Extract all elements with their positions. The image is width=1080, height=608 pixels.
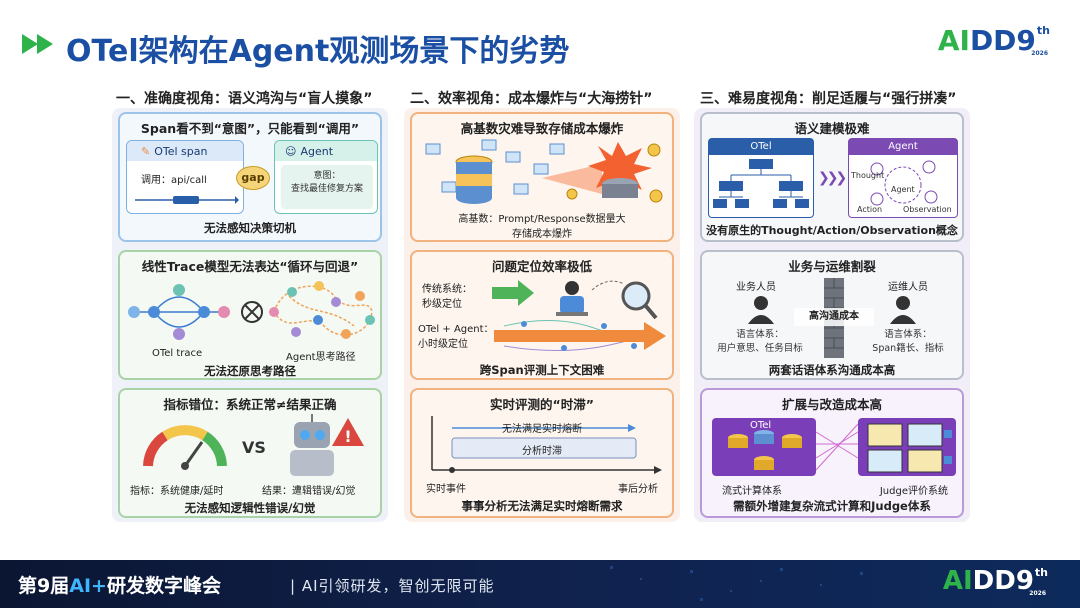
business-people-label: 业务人员 [736,282,776,293]
otel-span-header: ✎OTel span [127,141,243,161]
business-language-label: 语言体系：用户意思、任务目标 [717,329,803,354]
col2-panel-storage-cost: 高基数灾难导致存储成本爆炸 高基数：Prompt/Response数据量大 存储… [410,112,674,242]
fast-arrow-icon [492,280,534,306]
agent-loop-card: Agent Thought Agent Action Observation [848,138,958,218]
panel-caption: 两套话语体系沟通成本高 [768,363,896,377]
observation-label: Observation [903,205,952,214]
thought-label: Thought [851,171,885,180]
result-label: 结果：遭辑错误/幻觉 [262,486,356,497]
col3-panel-business-ops-split: 业务与运维割裂 业务人员 运维人员 高沟通成本 语言体系：用户意思、任务目标 语… [700,250,964,380]
traditional-system-label: 传统系统：秒级定位 [422,284,472,310]
panel-title: 问题定位效率极低 [491,259,592,274]
footer-subtitle: | AI引领研发，智创无限可能 [290,577,495,595]
panel-title: 高基数灾难导致存储成本爆炸 [460,121,624,136]
streaming-judge-diagram [712,418,956,476]
gauge-icon [143,425,227,470]
agent-card: ☺Agent 意图： 查找最佳修复方案 [274,140,378,214]
investigator-magnifier-icon [556,280,658,320]
panel-caption: 事事分析无法满足实时熔断需求 [461,499,623,513]
col3-panel-semantic-modeling: 语义建模极难 OTel ❯❯❯ Agent Thought Agent Acti… [700,112,964,242]
slow-arrow-network [494,320,666,352]
col3-panel-extension-cost: 扩展与改造成本高 OTel 流式计算体系 Judge评价系统 需额外增建复杂流式… [700,388,964,518]
panel-caption: 无法感知决策切机 [204,221,296,235]
agent-path-label: Agent思考路径 [286,352,356,363]
footer-decoration [610,566,863,601]
trace-diagram [128,281,375,340]
col1-panel-metric-mismatch: 指标错位：系统正常≠结果正确 VS ! 指标：系统健康/延时 结果：遭辑错误/幻… [118,388,382,518]
panel-title: 实时评测的“时滞” [490,397,594,412]
agent-header: ☺Agent [275,141,377,161]
realtime-event-label: 实时事件 [426,484,466,495]
analysis-lag-label: 分析时滞 [522,446,562,457]
span-bar [135,196,239,204]
otel-tree-diagram [713,159,809,208]
ops-language-label: 语言体系：Span籍长、指标 [872,329,944,354]
chevrons-icon: ❯❯❯ [818,170,847,186]
page-title: OTel架构在Agent观测场景下的劣势 [66,34,570,69]
ops-people-label: 运维人员 [888,282,928,293]
panel-title: 业务与运维割裂 [788,259,876,274]
panel-caption: 无法感知逻辑性错误/幻觉 [184,501,316,515]
panel-title: 线性Trace模型无法表达“循环与回退” [141,259,359,274]
agent-loop-header: Agent [849,139,957,155]
streaming-system-label: 流式计算体系 [722,486,782,497]
intent-box: 意图： 查找最佳修复方案 [281,165,373,209]
aidd-footer-logo-year: 2026 [1029,590,1046,597]
storage-line1: 高基数：Prompt/Response数据量大 [458,214,626,225]
col2-heading: 二、效率视角：成本爆炸与“大海捞针” [410,91,653,107]
footer-bar [0,560,1080,608]
panel-title: 扩展与改造成本高 [781,397,882,412]
aidd-logo-year: 2026 [1031,50,1048,57]
pen-icon: ✎ [141,144,151,158]
otel-tree-header: OTel [709,139,813,155]
panel-title: 语义建模极难 [794,121,870,136]
otel-tree-card: OTel [708,138,814,218]
panel-caption: 没有原生的Thought/Action/Observation概念 [706,224,958,237]
panel-title: 指标错位：系统正常≠结果正确 [163,397,337,412]
storage-explosion-illustration [425,139,663,204]
storage-line2: 存储成本爆炸 [512,229,572,240]
ops-person-icon [890,296,916,324]
panel-caption: 无法还原思考路径 [204,364,296,378]
otel-agent-label: OTel + Agent：小时级定位 [418,324,494,350]
gap-badge: gap [236,166,270,190]
footer-title: 第9届AI+研发数字峰会 [18,575,221,597]
post-analysis-label: 事后分析 [618,484,658,495]
panel-caption: 跨Span评测上下文困难 [479,363,605,377]
metric-label: 指标：系统健康/延时 [130,486,224,497]
timeline-axes [431,416,662,474]
robot-error-icon: ! [290,414,364,476]
col2-panel-realtime-lag: 实时评测的“时滞” 无法满足实时熔断 分析时滞 实时事件 事后分析 事事分析无法… [410,388,674,518]
action-label: Action [857,205,883,214]
col1-panel-semantic-gap: Span看不到“意图”，只能看到“调用” ✎OTel span 调用：api/c… [118,112,382,242]
title-arrow-icon [22,34,53,54]
agent-brain-icon: ☺ [285,144,297,158]
svg-text:!: ! [344,427,351,446]
call-text: 调用：api/call [141,175,207,186]
col2-panel-locate-efficiency: 问题定位效率极低 传统系统：秒级定位 OTel + Agent：小时级定位 跨S… [410,250,674,380]
col3-heading: 三、难易度视角：削足适履与“强行拼凑” [700,91,957,107]
agent-node-label: Agent [891,185,915,194]
vs-label: VS [242,438,266,457]
col1-panel-linear-trace: 线性Trace模型无法表达“循环与回退” OTel trace Agent思考路… [118,250,382,380]
realtime-breaker-label: 无法满足实时熔断 [502,424,582,435]
communication-cost-label: 高沟通成本 [794,308,874,326]
panel-caption: 需额外增建复杂流式计算和Judge体系 [733,499,931,513]
col1-heading: 一、准确度视角：语义鸿沟与“盲人摸象” [116,91,373,107]
judge-system-label: Judge评价系统 [879,486,948,497]
panel-title: Span看不到“意图”，只能看到“调用” [140,121,360,136]
otel-span-card: ✎OTel span 调用：api/call [126,140,244,214]
otel-label: OTel [750,420,772,431]
agent-loop-diagram [870,160,938,206]
otel-trace-label: OTel trace [152,348,203,359]
business-person-icon [748,296,774,324]
